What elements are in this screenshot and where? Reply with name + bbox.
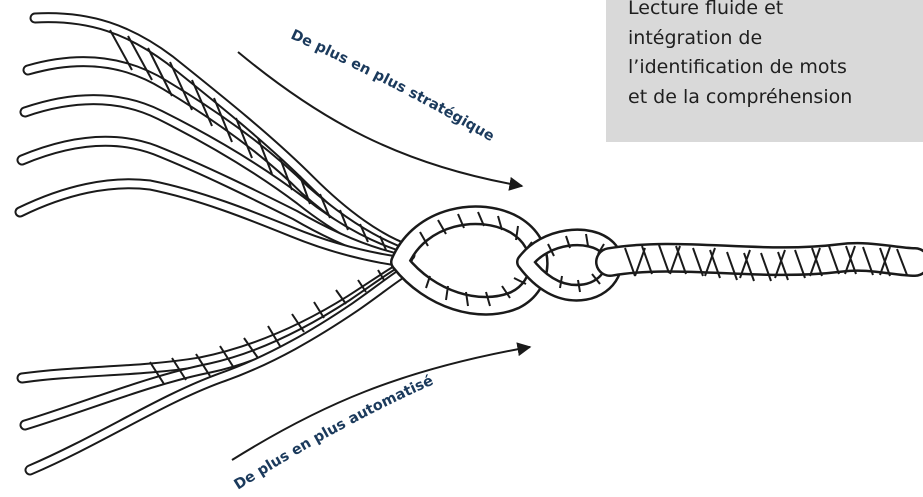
info-box: Lecture fluide et intégration de l’ident…	[606, 0, 923, 142]
braided-end	[610, 245, 915, 281]
bottom-arrow-label: De plus en plus automatisé	[232, 373, 436, 494]
lower-strands	[22, 265, 407, 470]
lower-strand-2	[25, 268, 406, 425]
top-arrow-label: De plus en plus stratégique	[288, 27, 497, 145]
info-line-2: intégration de	[628, 24, 913, 54]
upper-strand-1	[35, 18, 410, 250]
info-line-1: Lecture fluide et	[628, 0, 913, 24]
info-line-4: et de la compréhension	[628, 83, 913, 113]
upper-strand-2	[28, 62, 410, 255]
info-line-3: l’identification de mots	[628, 53, 913, 83]
lower-strand-1	[22, 265, 405, 378]
